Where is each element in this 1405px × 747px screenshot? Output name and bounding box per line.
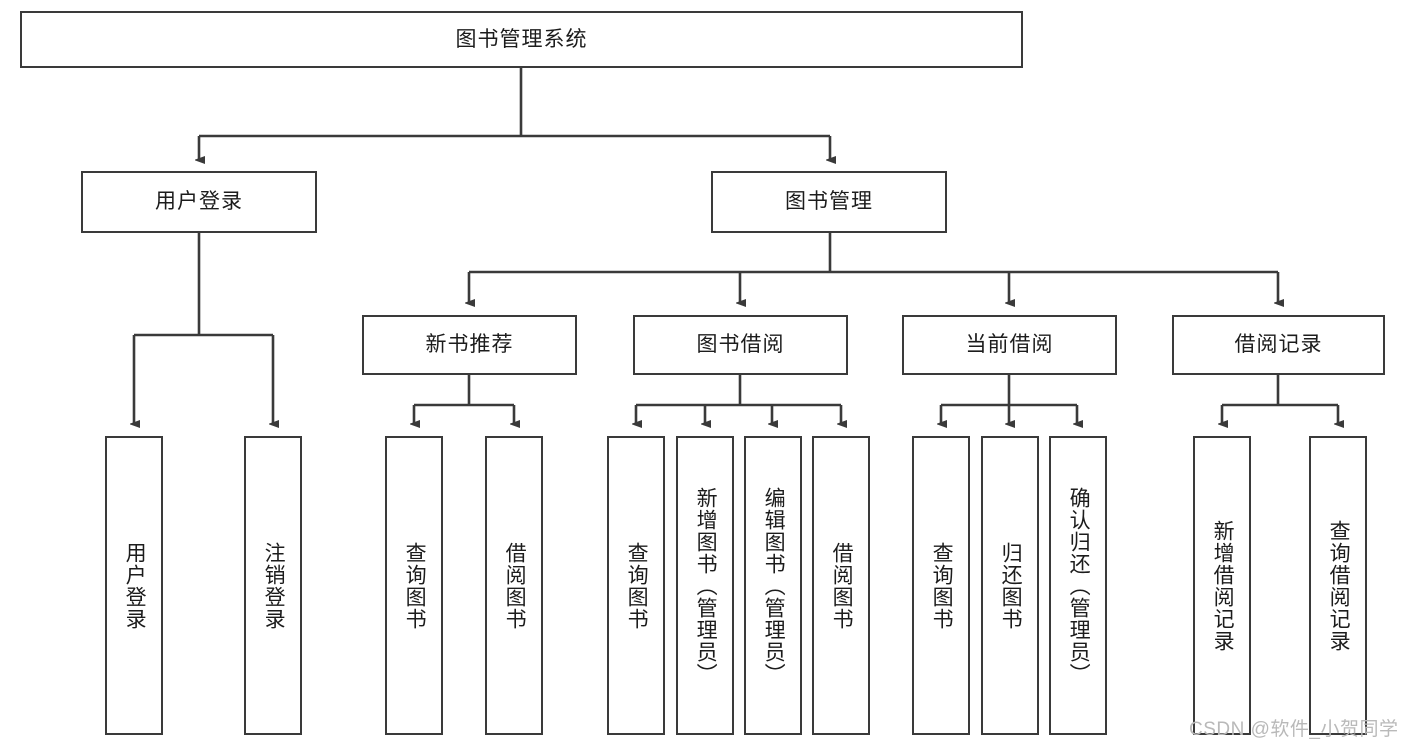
leaf-borrow-record-query[interactable]: 查询借阅记录 [1309,436,1367,735]
leaf-borrow-record-add[interactable]: 新增借阅记录 [1193,436,1251,735]
leaf-current-borrow-confirm-return[interactable]: 确认归还（管理员） [1049,436,1107,735]
node-label: 图书管理 [785,190,873,214]
leaf-new-book-query[interactable]: 查询图书 [385,436,443,735]
node-label: 查询图书 [625,541,649,630]
leaf-book-borrow-edit[interactable]: 编辑图书（管理员） [744,436,802,735]
node-label: 查询借阅记录 [1327,519,1351,652]
node-root-system[interactable]: 图书管理系统 [20,11,1023,68]
node-label: 图书借阅 [696,333,785,357]
node-label: 编辑图书（管理员） [762,486,786,685]
leaf-new-book-borrow[interactable]: 借阅图书 [485,436,543,735]
node-label: 当前借阅 [965,333,1054,357]
node-label: 确认归还（管理员） [1067,486,1091,685]
node-label: 新增借阅记录 [1211,519,1235,652]
node-label: 用户登录 [123,541,147,630]
watermark-text: CSDN @软件_小贺同学 [1189,719,1399,740]
leaf-current-borrow-query[interactable]: 查询图书 [912,436,970,735]
leaf-book-borrow-borrow[interactable]: 借阅图书 [812,436,870,735]
leaf-current-borrow-return[interactable]: 归还图书 [981,436,1039,735]
leaf-book-borrow-add[interactable]: 新增图书（管理员） [676,436,734,735]
node-label: 借阅记录 [1234,333,1323,357]
leaf-user-login-signin[interactable]: 用户登录 [105,436,163,735]
node-label: 注销登录 [262,541,286,630]
node-label: 查询图书 [930,541,954,630]
node-current-borrow[interactable]: 当前借阅 [902,315,1117,375]
node-label: 借阅图书 [503,541,527,630]
leaf-user-login-signout[interactable]: 注销登录 [244,436,302,735]
node-book-management[interactable]: 图书管理 [711,171,947,233]
node-label: 归还图书 [999,541,1023,630]
node-label: 查询图书 [403,541,427,630]
node-label: 新书推荐 [425,333,514,357]
node-label: 图书管理系统 [455,27,588,51]
leaf-book-borrow-query[interactable]: 查询图书 [607,436,665,735]
node-new-book-recommend[interactable]: 新书推荐 [362,315,577,375]
node-book-borrow[interactable]: 图书借阅 [633,315,848,375]
node-label: 新增图书（管理员） [694,486,718,685]
node-borrow-records[interactable]: 借阅记录 [1172,315,1385,375]
node-user-login[interactable]: 用户登录 [81,171,317,233]
node-label: 用户登录 [155,190,243,214]
node-label: 借阅图书 [830,541,854,630]
